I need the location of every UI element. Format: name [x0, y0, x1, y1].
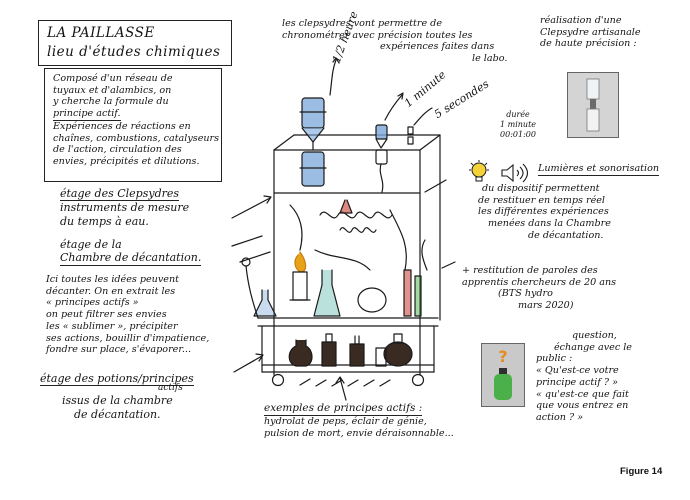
arrow-to-clepsydres — [231, 197, 271, 219]
question-line: échange avec le — [554, 341, 632, 353]
description-line: principe actif. — [53, 108, 121, 121]
duration-timer: 00:01:00 — [500, 129, 536, 139]
decantation-flasks — [253, 199, 428, 317]
lab-frame — [257, 134, 441, 387]
arrow-to-potions — [233, 355, 263, 373]
question-note: question, échange avec le public : « Qu'… — [536, 330, 632, 424]
description-line: y cherche la formule du — [53, 96, 169, 108]
examples-heading: exemples de principes actifs : — [264, 402, 423, 416]
potion-bottles — [288, 333, 413, 367]
description-line: tuyaux et d'alambics, on — [53, 84, 172, 96]
clepsydres-section: étage des Clepsydres instruments de mesu… — [60, 187, 189, 228]
arrow-to-lumieres — [424, 179, 447, 193]
lumieres-text: du dispositif permettent de restituer en… — [478, 183, 611, 242]
restitution-line: (BTS hydro — [498, 288, 553, 300]
question-line: que vous entrez en — [536, 400, 629, 412]
duration-value: 1 minute — [500, 119, 537, 129]
lightbulb-icon — [469, 160, 489, 182]
decantation-line: ses actions, bouillir d'impatience, — [46, 332, 210, 344]
examples-line: pulsion de mort, envie déraisonnable... — [264, 427, 454, 439]
examples-line: hydrolat de peps, éclair de génie, — [264, 415, 427, 427]
clepsydre-photo — [567, 72, 619, 138]
restitution-line: apprentis chercheurs de 20 ans — [462, 276, 617, 288]
description-line: Composé d'un réseau de — [53, 73, 173, 84]
lumieres-line: menées dans la Chambre — [488, 218, 611, 230]
description-line: envies, précipités et dilutions. — [53, 155, 200, 167]
potions-heading: étage des potions/principes — [40, 372, 194, 387]
decantation-line: Ici toutes les idées peuvent — [46, 274, 179, 285]
decantation-line: décanter. On en extrait les — [46, 285, 176, 297]
top-note-line: les clepsydres vont permettre de — [282, 18, 443, 29]
title-box: LA PAILLASSE lieu d'études chimiques — [38, 20, 232, 66]
arrow-half-hour — [329, 59, 337, 96]
top-note: les clepsydres vont permettre de chronom… — [282, 18, 507, 65]
top-note-line: chronométrer avec précision toutes les — [282, 29, 473, 41]
lumieres-line: de restituer en temps réel — [478, 194, 605, 206]
flower-sketch — [241, 257, 259, 319]
question-line: « qu'est-ce que fait — [536, 388, 629, 400]
description-line: de l'action, circulation des — [53, 144, 182, 156]
coil-tubes — [289, 204, 407, 271]
potions-section: étage des potions/principes actifs issus… — [40, 372, 194, 421]
decantation-section: étage de la Chambre de décantation. — [60, 238, 202, 266]
clepsydres-line: instruments de mesure — [60, 201, 190, 215]
clepsydre-photo-image — [568, 73, 618, 137]
clepsydres-line: du temps à eau. — [60, 214, 149, 228]
svg-text:?: ? — [498, 347, 507, 366]
top-note-line: expériences faites dans — [380, 41, 495, 53]
clepsydre-caption-line: Clepsydre artisanale — [540, 26, 641, 38]
question-photo: ? — [481, 343, 525, 407]
arrow-to-examples — [339, 377, 347, 401]
description-text: Composé d'un réseau de tuyaux et d'alamb… — [53, 73, 219, 168]
half-hour-clepsydre — [299, 97, 327, 187]
potions-line: issus de la chambre — [62, 394, 173, 408]
clepsydres-heading: étage des Clepsydres — [60, 187, 180, 202]
question-line: public : — [536, 353, 573, 365]
lumieres-line: les différentes expériences — [478, 206, 609, 218]
decantation-line: « principes actifs » — [46, 297, 139, 309]
decantation-line: les « sublimer », précipiter — [46, 320, 178, 332]
question-line: question, — [572, 330, 617, 341]
description-line: chaînes, combustions, catalyseurs — [53, 132, 220, 144]
question-line: « Qu'est-ce votre — [536, 365, 619, 377]
restitution-note: + restitution de paroles des apprentis c… — [462, 265, 616, 312]
arrow-to-decantation — [231, 235, 263, 247]
title-line-2: lieu d'études chimiques — [47, 44, 221, 60]
arrow-to-restitution — [441, 261, 456, 269]
description-line: Expériences de réactions en — [53, 120, 191, 132]
clepsydre-caption-line: réalisation d'une — [540, 15, 622, 26]
decantation-line: on peut filtrer ses envies — [46, 309, 167, 321]
lumieres-line: de décantation. — [528, 229, 604, 241]
arrow-five-seconds — [413, 107, 433, 126]
potions-line: de décantation. — [74, 407, 161, 421]
clepsydre-caption: réalisation d'une Clepsydre artisanale d… — [540, 15, 641, 50]
restitution-line: mars 2020) — [518, 300, 574, 312]
figure-label: Figure 14 — [620, 466, 663, 477]
duration-label: durée — [506, 110, 530, 119]
clepsydre-caption-line: de haute précision : — [540, 38, 637, 50]
lumieres-line: du dispositif permettent — [482, 183, 600, 194]
decantation-heading-line: Chambre de décantation. — [60, 251, 202, 266]
restitution-line: + restitution de paroles des — [462, 265, 598, 276]
decantation-line: fondre sur place, s'évaporer... — [46, 344, 192, 356]
examples-note: exemples de principes actifs : hydrolat … — [264, 402, 454, 439]
potion-bottle-photo: ? — [482, 344, 524, 406]
arrow-one-minute — [384, 94, 403, 121]
clepsydre-duration: durée 1 minute 00:01:00 — [500, 110, 536, 139]
speaker-icon — [501, 163, 529, 183]
lumieres-section: Lumières et sonorisation — [538, 163, 660, 176]
question-line: principe actif ? » — [536, 376, 618, 388]
potions-line: actifs — [158, 383, 183, 394]
lumieres-heading: Lumières et sonorisation — [538, 163, 660, 176]
five-second-clepsydre — [407, 126, 414, 145]
top-note-line: le labo. — [472, 53, 508, 65]
decantation-heading-line: étage de la — [60, 238, 122, 251]
burner-flame — [289, 251, 311, 301]
title-line-1: LA PAILLASSE — [47, 25, 155, 41]
description-box: Composé d'un réseau de tuyaux et d'alamb… — [44, 68, 222, 182]
one-minute-clepsydre — [375, 124, 388, 193]
question-line: action ? » — [536, 411, 584, 423]
decantation-text: Ici toutes les idées peuvent décanter. O… — [46, 274, 209, 356]
